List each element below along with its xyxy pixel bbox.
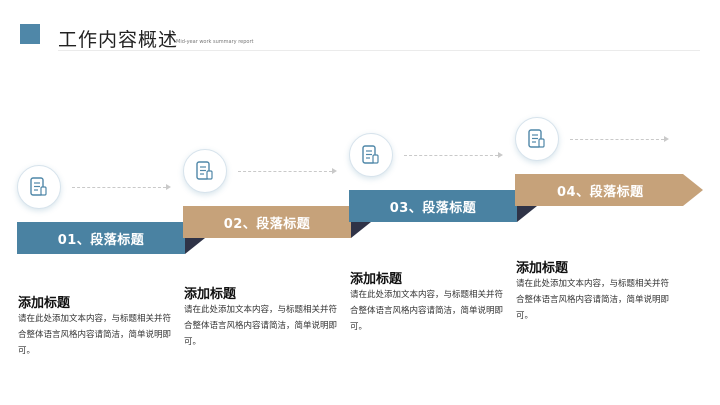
step-3-fold <box>517 206 537 222</box>
step-3-icon-circle <box>349 133 393 177</box>
step-2-connector-arrowhead <box>332 168 337 174</box>
step-2-title: 添加标题 <box>184 287 237 302</box>
step-1-text: 请在此处添加文本内容，与标题相关并符合整体语言风格内容请简洁，简单说明即可。 <box>18 314 172 356</box>
step-1-connector-arrowhead <box>166 184 171 190</box>
title-accent-square <box>20 24 40 44</box>
step-3-text: 请在此处添加文本内容，与标题相关并符合整体语言风格内容请简洁，简单说明即可。 <box>350 290 504 332</box>
step-4-icon-circle <box>515 117 559 161</box>
step-3-band: 03、段落标题 <box>349 190 517 222</box>
document-icon <box>196 161 213 180</box>
header-divider <box>58 50 700 51</box>
step-4-connector-arrowhead <box>664 136 669 142</box>
step-4-connector <box>570 139 664 140</box>
step-4-title: 添加标题 <box>516 261 569 276</box>
step-1-title: 添加标题 <box>18 296 71 311</box>
page-title: 工作内容概述 <box>58 29 179 51</box>
step-2-band: 02、段落标题 <box>183 206 351 238</box>
step-3-title: 添加标题 <box>350 272 403 287</box>
step-3-connector-arrowhead <box>498 152 503 158</box>
document-icon <box>362 145 379 164</box>
step-1-icon-circle <box>17 165 61 209</box>
step-1-connector <box>72 187 166 188</box>
page-subtitle: Mid-year work summary report <box>176 39 254 45</box>
step-4-arrow-tip <box>683 174 703 206</box>
step-2-label: 02、段落标题 <box>223 216 311 232</box>
step-1-fold <box>185 238 205 254</box>
step-3-label: 03、段落标题 <box>389 200 477 216</box>
document-icon <box>528 129 545 148</box>
step-1-label: 01、段落标题 <box>57 232 145 248</box>
step-4-label: 04、段落标题 <box>557 184 644 200</box>
step-2-icon-circle <box>183 149 227 193</box>
step-4-text: 请在此处添加文本内容，与标题相关并符合整体语言风格内容请简洁，简单说明即可。 <box>516 279 670 321</box>
step-2-fold <box>351 222 371 238</box>
document-icon <box>30 177 47 196</box>
step-1-band: 01、段落标题 <box>17 222 185 254</box>
step-2-text: 请在此处添加文本内容，与标题相关并符合整体语言风格内容请简洁，简单说明即可。 <box>184 305 338 347</box>
step-3-connector <box>404 155 498 156</box>
step-4-band: 04、段落标题 <box>515 174 683 206</box>
step-2-connector <box>238 171 332 172</box>
